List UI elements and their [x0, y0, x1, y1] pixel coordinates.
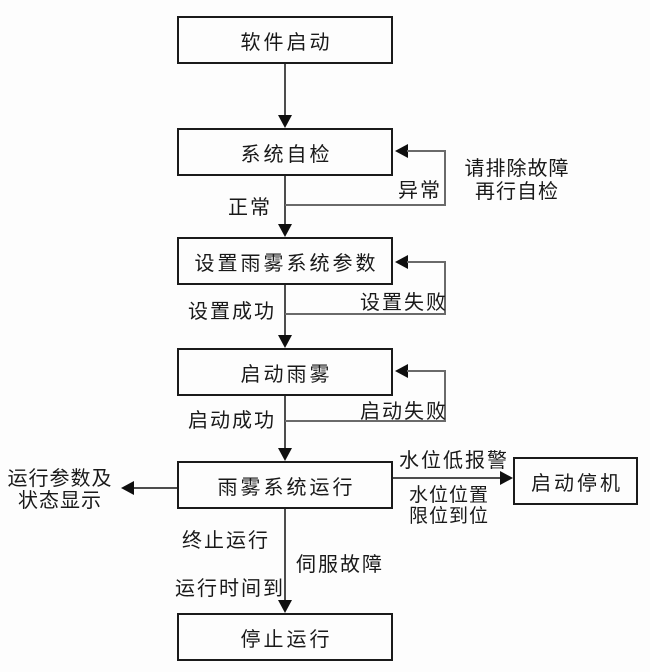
flow-box-start-rainfog: 启动雨雾	[177, 348, 393, 396]
connector-running-to-stop	[284, 509, 286, 601]
connector-selfcheck-to-setparams	[284, 176, 286, 225]
edge-label-water-low-alarm: 水位低报警	[399, 450, 509, 472]
loop2-side-wire	[444, 261, 446, 315]
label-run-params-status-display: 运行参数及 状态显示	[4, 468, 116, 512]
loop1-bottom-wire	[285, 204, 446, 206]
flow-box-system-selfcheck: 系统自检	[177, 128, 393, 176]
connector-running-to-shutdown	[393, 477, 501, 479]
loop1-top-wire	[407, 150, 446, 152]
note-fix-fault-line1: 请排除故障	[464, 158, 570, 180]
flow-box-rainfog-running: 雨雾系统运行	[177, 461, 393, 509]
edge-label-start-fail: 启动失败	[360, 401, 448, 423]
note-fix-fault-line2: 再行自检	[475, 181, 559, 203]
edge-label-start-success: 启动成功	[188, 410, 276, 432]
arrowhead-left-startrainfog-loop-icon	[395, 364, 408, 378]
arrowhead-down-selfcheck-icon	[278, 115, 292, 128]
flow-box-software-start: 软件启动	[177, 16, 393, 64]
arrowhead-left-display-icon	[121, 481, 134, 495]
loop3-top-wire	[407, 370, 446, 372]
edge-label-run-time-up: 运行时间到	[175, 578, 285, 600]
label-water-pos-line2: 限位到位	[408, 506, 489, 527]
arrowhead-left-selfcheck-loop-icon	[395, 144, 408, 158]
edge-label-set-fail: 设置失败	[360, 292, 448, 314]
edge-label-normal: 正常	[228, 197, 272, 219]
label-water-pos-line1: 水位位置	[408, 485, 489, 506]
arrowhead-right-shutdown-icon	[500, 471, 513, 485]
edge-label-abnormal: 异常	[398, 180, 442, 202]
loop3-bottom-wire	[285, 420, 446, 422]
edge-label-servo-fault: 伺服故障	[296, 554, 384, 576]
arrowhead-down-startrainfog-icon	[278, 335, 292, 348]
label-display-line2: 状态显示	[18, 490, 102, 512]
loop3-side-wire	[444, 370, 446, 422]
connector-start-to-selfcheck	[284, 64, 286, 116]
arrowhead-down-running-icon	[278, 448, 292, 461]
flow-box-stop-running: 停止运行	[177, 613, 393, 661]
connector-startrainfog-to-running	[284, 396, 286, 449]
edge-label-water-position-limit: 水位位置 限位到位	[405, 485, 493, 527]
arrowhead-down-stop-icon	[278, 600, 292, 613]
loop2-bottom-wire	[285, 313, 446, 315]
edge-label-terminate-run: 终止运行	[182, 530, 270, 552]
label-display-line1: 运行参数及	[7, 468, 113, 490]
edge-label-set-success: 设置成功	[188, 301, 276, 323]
note-fix-fault-retry: 请排除故障 再行自检	[451, 158, 583, 204]
flow-box-start-shutdown: 启动停机	[513, 457, 638, 505]
flow-box-set-rainfog-params: 设置雨雾系统参数	[177, 237, 393, 285]
connector-setparams-to-startrainfog	[284, 285, 286, 336]
loop1-side-wire	[444, 150, 446, 206]
loop2-top-wire	[407, 261, 446, 263]
connector-running-to-display	[133, 487, 177, 489]
arrowhead-left-setparams-loop-icon	[395, 255, 408, 269]
arrowhead-down-setparams-icon	[278, 224, 292, 237]
